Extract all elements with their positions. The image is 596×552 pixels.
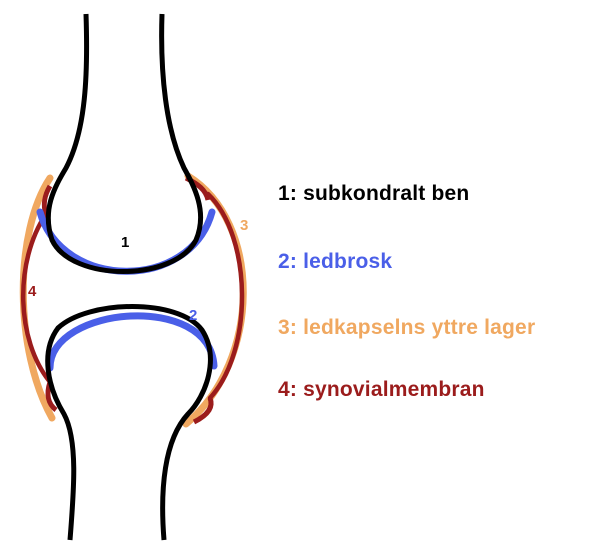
upper-bone-outline <box>48 14 200 272</box>
legend-subchondral-bone: 1: subkondralt ben <box>278 182 469 206</box>
legend-capsule-outer-layer: 3: ledkapselns yttre lager <box>278 316 535 340</box>
label-4-synovial-membrane: 4 <box>28 283 37 300</box>
legend-cartilage: 2: ledbrosk <box>278 250 392 274</box>
label-1-subchondral-bone: 1 <box>121 234 129 251</box>
label-3-capsule-outer: 3 <box>240 217 248 234</box>
label-2-cartilage: 2 <box>189 307 197 324</box>
legend-synovial-membrane: 4: synovialmembran <box>278 378 485 402</box>
